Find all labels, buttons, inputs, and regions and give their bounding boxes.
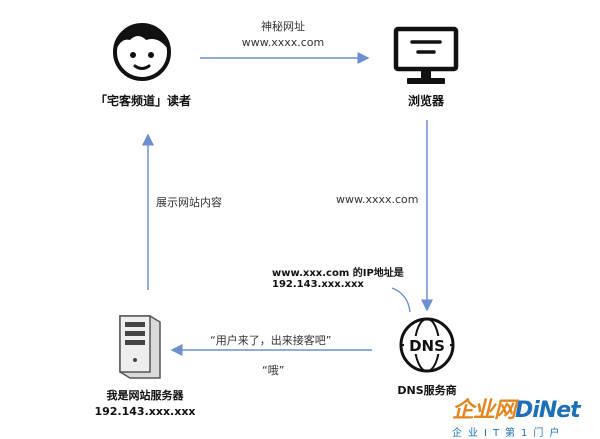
dns-note-pointer [391, 287, 411, 313]
dns-globe-icon: DNS [398, 316, 456, 374]
edge-browser-dns-label: www.xxxx.com [336, 193, 419, 206]
edge-reader-browser-label-2: www.xxxx.com [241, 36, 325, 49]
browser-label: 浏览器 [407, 94, 444, 108]
dns-icon-text: DNS [409, 337, 445, 355]
dns-label: DNS服务商 [397, 384, 457, 397]
dns-note-line-1: www.xxx.com 的IP地址是 [272, 268, 404, 279]
watermark-brand-1: 企业网 [452, 398, 516, 423]
edge-server-reply-label: “哦” [262, 364, 285, 377]
reader-label: 「宅客频道」读者 [94, 94, 191, 108]
watermark-brand-2: DiNet [515, 398, 581, 423]
server-icon [114, 312, 166, 382]
watermark-logo: 企业网DiNet 企业IT第1门户 [452, 392, 598, 439]
watermark-subtitle: 企业IT第1门户 [452, 428, 566, 439]
edge-reader-browser-label-1: 神秘网址 [261, 20, 305, 33]
monitor-icon [393, 26, 459, 88]
dns-note-line-2: 192.143.xxx.xxx [272, 279, 364, 290]
server-label-1: 我是网站服务器 [106, 389, 184, 402]
server-label-2: 192.143.xxx.xxx [94, 405, 196, 418]
edge-dns-server-label: “用户来了，出来接客吧” [210, 334, 332, 347]
reader-face-icon [112, 22, 172, 82]
edge-server-reader-label: 展示网站内容 [156, 196, 222, 209]
